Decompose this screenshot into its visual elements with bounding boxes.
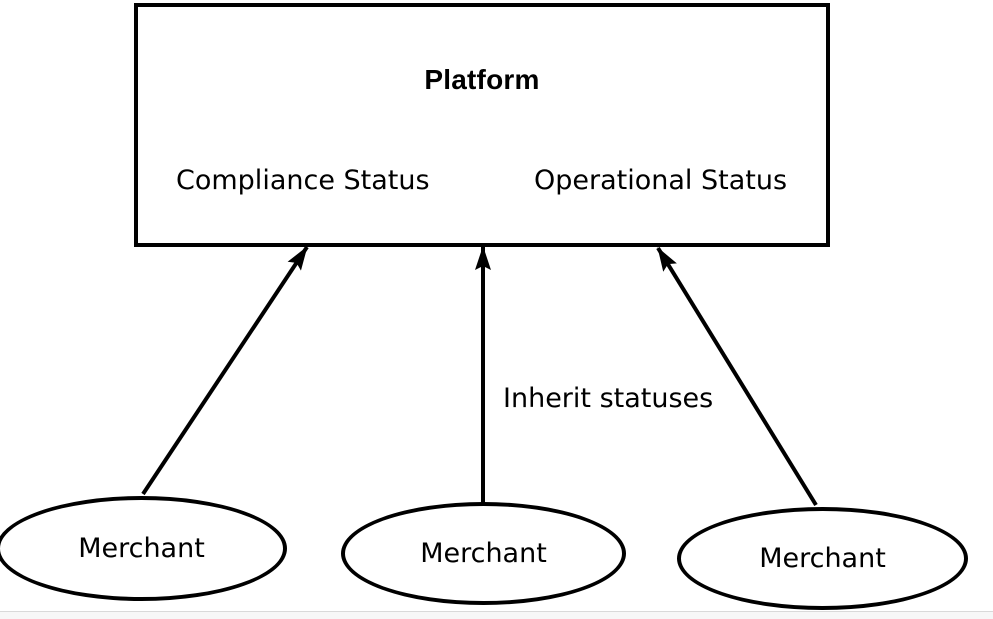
merchant-label: Merchant bbox=[78, 533, 205, 564]
operational-status-label: Operational Status bbox=[534, 165, 788, 196]
merchant-label: Merchant bbox=[420, 538, 547, 569]
arrow-merchant-left-to-platform bbox=[141, 245, 309, 496]
platform-node: Platform Compliance Status Operational S… bbox=[134, 3, 830, 247]
merchant-label: Merchant bbox=[759, 543, 886, 574]
arrow-merchant-right-to-platform bbox=[656, 246, 818, 507]
inherit-statuses-label: Inherit statuses bbox=[503, 383, 714, 414]
compliance-status-label: Compliance Status bbox=[176, 165, 430, 196]
page-bottom-edge bbox=[0, 611, 993, 619]
platform-title: Platform bbox=[424, 64, 540, 95]
merchant-node-middle: Merchant bbox=[341, 502, 626, 605]
merchant-node-right: Merchant bbox=[677, 507, 968, 610]
merchant-node-left: Merchant bbox=[0, 496, 287, 601]
